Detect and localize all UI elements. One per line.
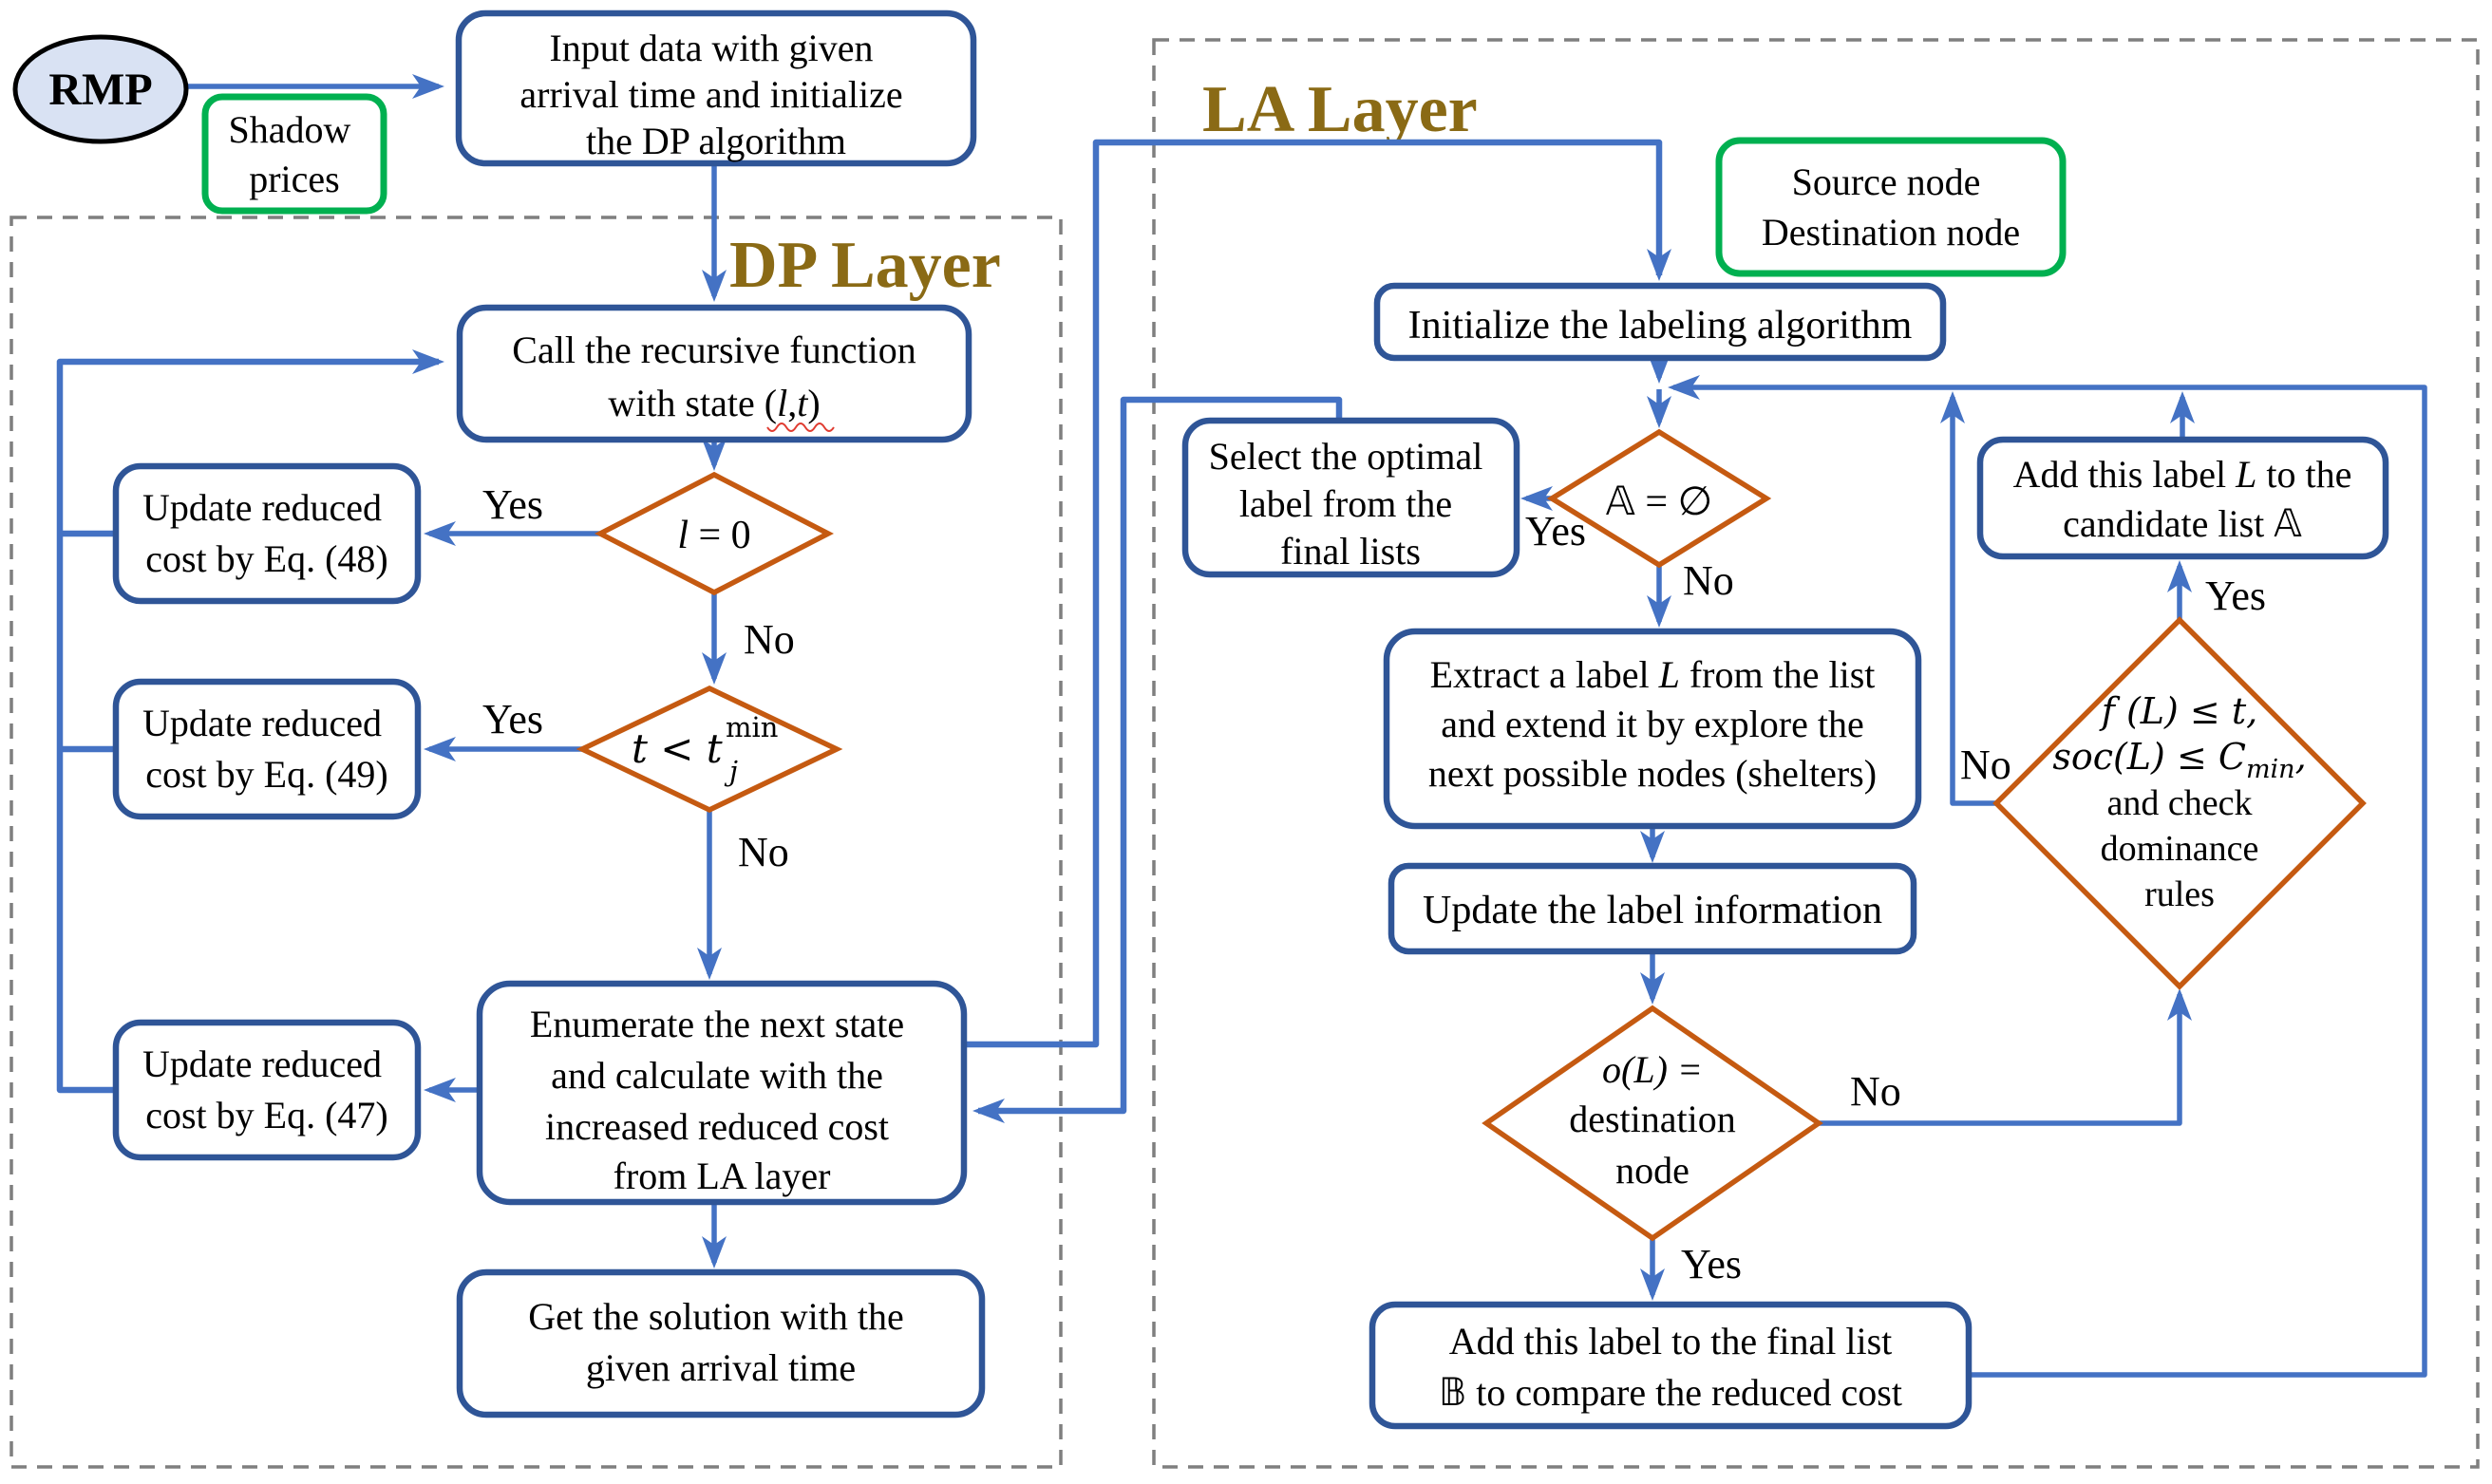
dp-layer-title: DP Layer <box>729 229 1001 302</box>
edge-label-yes-4: Yes <box>1681 1241 1742 1287</box>
select-line-1: Select the optimal <box>1209 435 1483 478</box>
dominance-line-2: soc(L) ≤ Cmin, <box>2052 736 2306 784</box>
edge-label-yes-5: Yes <box>2205 573 2266 619</box>
svg-text:Update reduced cost by E: Update reduced cost by Eq. (48) <box>142 486 391 580</box>
extract-line-1: Extract a label L from the list <box>1430 653 1876 696</box>
edge-label-no-4: No <box>1850 1068 1901 1115</box>
rmp-label: RMP <box>48 65 152 115</box>
diamond-dominance-check: f (L) ≤ t, soc(L) ≤ Cmin, and check domi… <box>1992 616 2367 990</box>
select-line-3: final lists <box>1280 530 1421 573</box>
enumerate-line-4: from LA layer <box>614 1155 831 1197</box>
node-rmp: RMP <box>12 34 189 144</box>
node-initialize: Initialize the labeling algorithm <box>1373 282 1947 362</box>
node-eq48: Update reduced cost by Eq. (48) <box>112 462 422 605</box>
input-line-3: the DP algorithm <box>586 120 846 162</box>
svg-text:Source node Destination: Source node Destination node <box>1762 160 2020 254</box>
diamond2-base: t < t <box>632 725 723 772</box>
svg-text:Shadow prices: Shadow prices <box>229 108 361 200</box>
diamond4-line-2: destination <box>1569 1098 1736 1140</box>
final-line-2: 𝔹 to compare the reduced cost <box>1439 1371 1902 1415</box>
select-line-2: label from the <box>1239 482 1452 525</box>
node-input: Input data with given arrival time and i… <box>455 9 977 167</box>
svg-text:Update reduced cost by E: Update reduced cost by Eq. (49) <box>142 702 391 796</box>
solution-line-2: given arrival time <box>586 1346 856 1389</box>
extract-line-2: and extend it by explore the <box>1441 703 1863 745</box>
candidate-line-1: Add this label L to the <box>2013 453 2352 496</box>
dominance-line-5: rules <box>2144 874 2215 914</box>
shadow-line-1: Shadow <box>229 108 351 151</box>
eq48-line-2: cost by Eq. (48) <box>145 537 388 580</box>
solution-line-1: Get the solution with the <box>528 1295 904 1338</box>
dominance-line-3: and check <box>2107 783 2253 823</box>
eq47-line-2: cost by Eq. (47) <box>145 1094 388 1136</box>
node-final-list: Add this label to the final list 𝔹 to co… <box>1369 1301 1973 1430</box>
diamond-destination-node: o(L) = destination node <box>1482 1005 1823 1242</box>
candidate-line-2: candidate list 𝔸 <box>2063 502 2302 546</box>
connector-final-list-loop <box>1668 375 2427 1378</box>
node-candidate-list: Add this label L to the candidate list 𝔸 <box>1976 436 2389 560</box>
diamond1-label: l = 0 <box>677 514 750 557</box>
diamond3-label: 𝔸 = ∅ <box>1606 478 1712 524</box>
enumerate-line-1: Enumerate the next state <box>530 1003 904 1045</box>
node-source-destination: Source node Destination node <box>1715 137 2067 277</box>
extract-line-3: next possible nodes (shelters) <box>1428 752 1877 795</box>
diamond2-sup: min <box>726 711 778 743</box>
edge-label-no-1: No <box>744 616 795 663</box>
node-select-optimal: Select the optimal label from the final … <box>1181 417 1520 578</box>
initialize-label: Initialize the labeling algorithm <box>1408 304 1913 348</box>
eq48-line-1: Update reduced <box>142 486 382 529</box>
eq49-line-1: Update reduced <box>142 702 382 744</box>
diamond-t-less-tmin: t < t min j <box>576 685 843 814</box>
node-eq49: Update reduced cost by Eq. (49) <box>112 678 422 820</box>
diamond4-line-3: node <box>1615 1149 1690 1192</box>
node-shadow-prices: Shadow prices <box>201 93 387 215</box>
svg-text:Get the solution with the: Get the solution with the given arrival … <box>528 1295 914 1389</box>
connector-left-loop <box>56 349 444 1094</box>
edge-label-no-3: No <box>1683 557 1734 604</box>
source-line-1: Source node <box>1792 160 1981 203</box>
dp-layer-boundary <box>9 216 1063 1469</box>
enumerate-line-3: increased reduced cost <box>545 1105 889 1148</box>
input-line-1: Input data with given <box>549 27 873 69</box>
update-label-text: Update the label information <box>1423 889 1882 932</box>
node-update-label-info: Update the label information <box>1388 862 1917 955</box>
edge-label-no-2: No <box>738 829 789 875</box>
final-line-1: Add this label to the final list <box>1449 1320 1893 1362</box>
enumerate-line-2: and calculate with the <box>551 1054 883 1097</box>
node-eq47: Update reduced cost by Eq. (47) <box>112 1019 422 1161</box>
spellcheck-squiggle <box>766 423 835 432</box>
call-line-1: Call the recursive function <box>512 329 916 371</box>
svg-text:Select the optimal label: Select the optimal label from the final … <box>1209 435 1493 573</box>
eq49-line-2: cost by Eq. (49) <box>145 753 388 796</box>
node-extract-label: Extract a label L from the list and exte… <box>1383 628 1922 830</box>
svg-text:Update reduced cost by E: Update reduced cost by Eq. (47) <box>142 1043 391 1136</box>
edge-label-yes-2: Yes <box>482 696 543 742</box>
connector-dominance-no-loop <box>1940 391 1996 806</box>
connector-diamond4-no-dominance <box>1819 988 2192 1126</box>
call-line-2: with state (l,t) <box>608 382 820 424</box>
dominance-line-4: dominance <box>2101 829 2259 869</box>
la-layer-boundary <box>1152 38 2480 1469</box>
connector-la-to-dp <box>972 396 1343 1123</box>
node-get-solution: Get the solution with the given arrival … <box>456 1268 986 1418</box>
node-call-recursive: Call the recursive function with state (… <box>456 304 972 443</box>
edge-label-yes-1: Yes <box>482 481 543 528</box>
diamond4-line-1: o(L) = <box>1602 1048 1703 1091</box>
eq47-line-1: Update reduced <box>142 1043 382 1085</box>
dominance-line-1: f (L) ≤ t, <box>2099 690 2257 732</box>
la-layer-title: LA Layer <box>1202 73 1478 146</box>
diamond-candidate-empty: 𝔸 = ∅ <box>1546 428 1772 569</box>
source-line-2: Destination node <box>1762 211 2020 254</box>
shadow-line-2: prices <box>249 158 340 200</box>
svg-text:Enumerate the next state: Enumerate the next state and calculate w… <box>530 1003 914 1197</box>
edge-label-yes-3: Yes <box>1525 508 1586 554</box>
node-enumerate: Enumerate the next state and calculate w… <box>476 980 968 1206</box>
connector-dp-to-la <box>964 139 1671 1048</box>
input-line-2: arrival time and initialize <box>519 73 902 116</box>
svg-text:Input data with given ar: Input data with given arrival time and i… <box>519 27 912 162</box>
diamond-l-equals-zero: l = 0 <box>595 471 834 596</box>
edge-label-no-5: No <box>1960 742 2011 788</box>
